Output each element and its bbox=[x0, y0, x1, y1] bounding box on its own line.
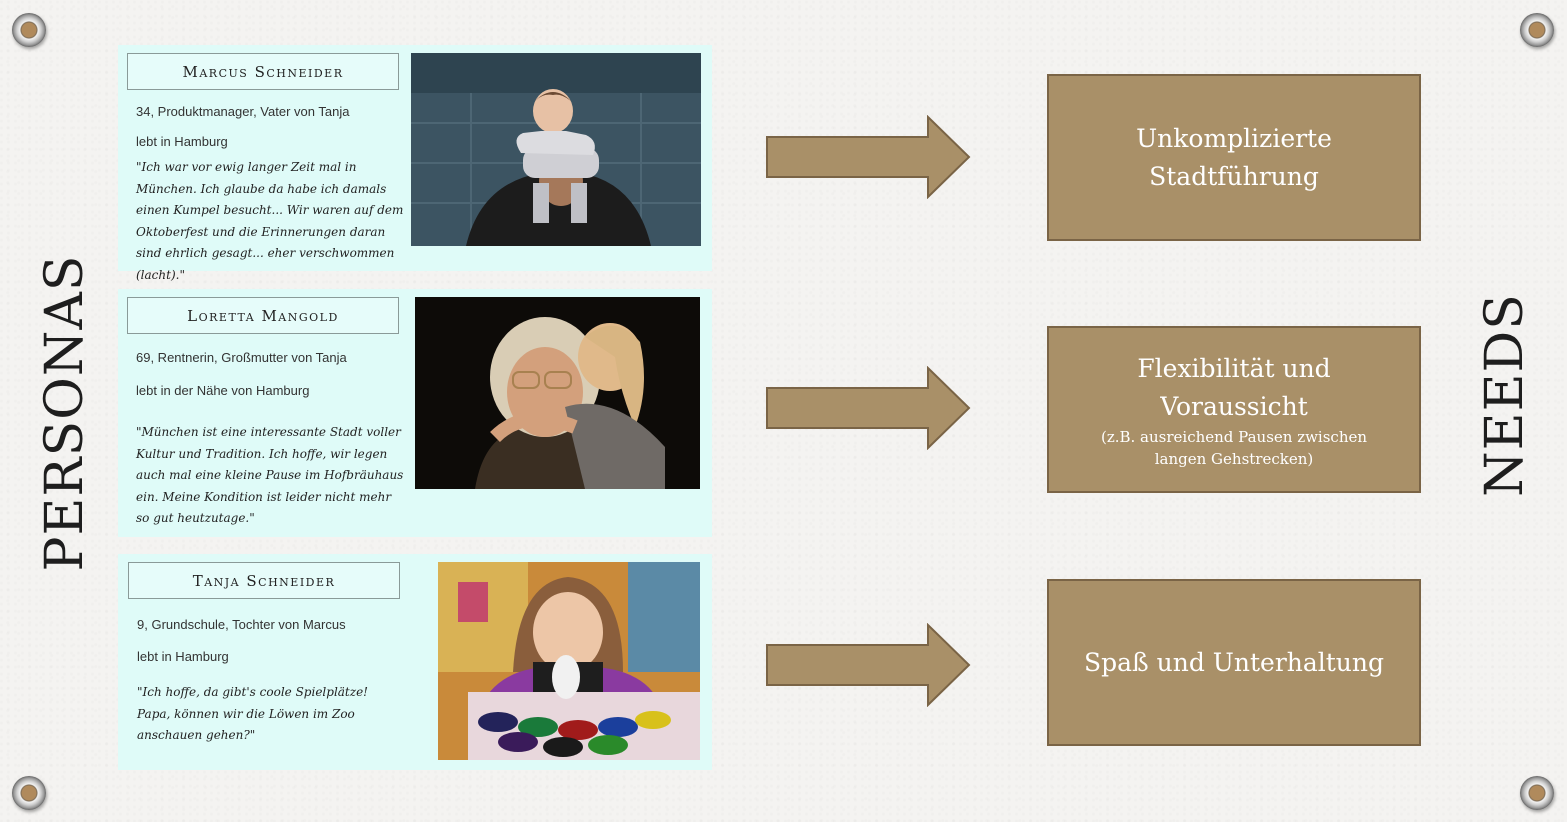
need-title: Unkomplizierte Stadtführung bbox=[1136, 123, 1332, 191]
grandmother-child-photo-icon bbox=[415, 297, 700, 489]
grommet-bottom-right-icon bbox=[1520, 776, 1554, 810]
persona-info: 9, Grundschule, Tochter von Marcus bbox=[137, 617, 346, 632]
persona-quote: "Ich hoffe, da gibt's coole Spielplätze!… bbox=[137, 685, 368, 742]
need-box: Unkomplizierte Stadtführung bbox=[1047, 74, 1421, 241]
arrow-icon bbox=[766, 366, 971, 450]
persona-quote: "Ich war vor ewig langer Zeit mal in Mün… bbox=[136, 160, 404, 282]
persona-name: Loretta Mangold bbox=[127, 297, 399, 334]
need-box: Spaß und Unterhaltung bbox=[1047, 579, 1421, 746]
arrow-icon bbox=[766, 115, 971, 199]
persona-photo bbox=[415, 297, 700, 489]
persona-location: lebt in der Nähe von Hamburg bbox=[136, 383, 310, 398]
persona-card: Loretta Mangold 69, Rentnerin, Großmutte… bbox=[118, 289, 712, 537]
father-child-photo-icon bbox=[411, 53, 701, 246]
grommet-top-left-icon bbox=[12, 13, 46, 47]
need-subtitle: (z.B. ausreichend Pausen zwischen langen… bbox=[1100, 427, 1368, 468]
need-title: Spaß und Unterhaltung bbox=[1083, 647, 1385, 677]
persona-location: lebt in Hamburg bbox=[136, 134, 228, 149]
persona-info: 69, Rentnerin, Großmutter von Tanja bbox=[136, 350, 347, 365]
persona-photo bbox=[438, 562, 700, 760]
persona-info: 34, Produktmanager, Vater von Tanja bbox=[136, 104, 350, 119]
personas-title: PERSONAS bbox=[35, 254, 95, 572]
persona-name: Marcus Schneider bbox=[127, 53, 399, 90]
persona-card: Marcus Schneider 34, Produktmanager, Vat… bbox=[118, 45, 712, 282]
persona-quote: "München ist eine interessante Stadt vol… bbox=[136, 425, 404, 525]
persona-photo bbox=[411, 53, 701, 246]
arrow-icon bbox=[766, 623, 971, 707]
grommet-bottom-left-icon bbox=[12, 776, 46, 810]
child-painting-photo-icon bbox=[438, 562, 700, 760]
need-title: Flexibilität und Voraussicht bbox=[1137, 353, 1331, 421]
persona-card: Tanja Schneider 9, Grundschule, Tochter … bbox=[118, 554, 712, 770]
needs-title: NEEDS bbox=[1475, 293, 1535, 497]
need-box: Flexibilität und Voraussicht (z.B. ausre… bbox=[1047, 326, 1421, 493]
grommet-top-right-icon bbox=[1520, 13, 1554, 47]
persona-location: lebt in Hamburg bbox=[137, 649, 229, 664]
persona-name: Tanja Schneider bbox=[128, 562, 400, 599]
